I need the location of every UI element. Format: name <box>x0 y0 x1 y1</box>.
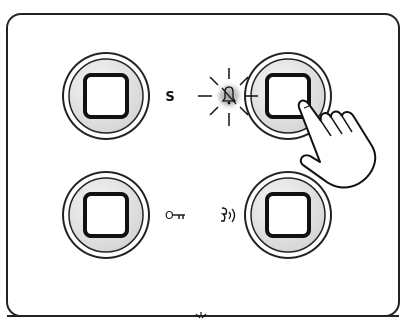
bell-muted-icon <box>198 68 258 126</box>
sun-icon <box>195 312 207 319</box>
button-label-s: S <box>165 90 174 105</box>
key-icon: O <box>165 209 185 222</box>
svg-text:O: O <box>165 209 174 222</box>
button-bottom-left[interactable] <box>62 171 150 259</box>
button-bottom-right[interactable] <box>244 171 332 259</box>
door-sound-icon <box>220 207 236 223</box>
hand-pointer-icon <box>297 99 377 189</box>
button-top-left[interactable] <box>62 52 150 140</box>
